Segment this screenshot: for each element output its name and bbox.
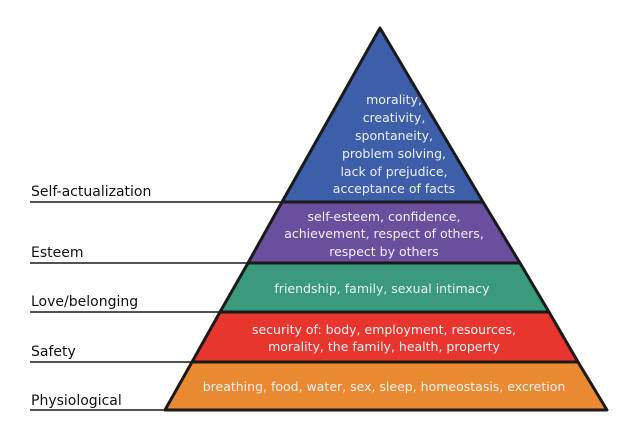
level-label-physiological: Physiological: [31, 393, 122, 409]
level-label-safety: Safety: [31, 344, 76, 360]
tier-text-line: self-esteem, confidence,: [308, 209, 461, 224]
level-label-esteem: Esteem: [31, 245, 84, 261]
esteem-text: self-esteem, confidence, achievement, re…: [284, 209, 484, 259]
tier-text-line: security of: body, employment, resources…: [252, 322, 516, 337]
tier-text-line: lack of prejudice,: [340, 164, 447, 179]
tier-text-line: creativity,: [363, 110, 426, 125]
tier-text-line: spontaneity,: [355, 128, 433, 143]
tier-safety: [190, 310, 580, 364]
safety-text: security of: body, employment, resources…: [252, 322, 516, 354]
tier-text-line: breathing, food, water, sex, sleep, home…: [203, 379, 566, 394]
level-label-love-belonging: Love/belonging: [31, 294, 138, 310]
tier-text-line: respect by others: [329, 244, 439, 259]
tier-text-line: morality,: [366, 92, 422, 107]
tier-text-line: friendship, family, sexual intimacy: [274, 281, 490, 296]
tier-text-line: problem solving,: [342, 146, 446, 161]
self-actualization-text: morality, creativity, spontaneity, probl…: [333, 92, 455, 196]
tier-physiological: [163, 360, 609, 412]
tier-text-line: achievement, respect of others,: [284, 226, 484, 241]
level-label-self-actualization: Self-actualization: [31, 184, 151, 200]
physiological-text: breathing, food, water, sex, sleep, home…: [203, 379, 566, 394]
love-belonging-text: friendship, family, sexual intimacy: [274, 281, 490, 296]
tier-text-line: morality, the family, health, property: [268, 339, 500, 354]
tier-text-line: acceptance of facts: [333, 181, 455, 196]
